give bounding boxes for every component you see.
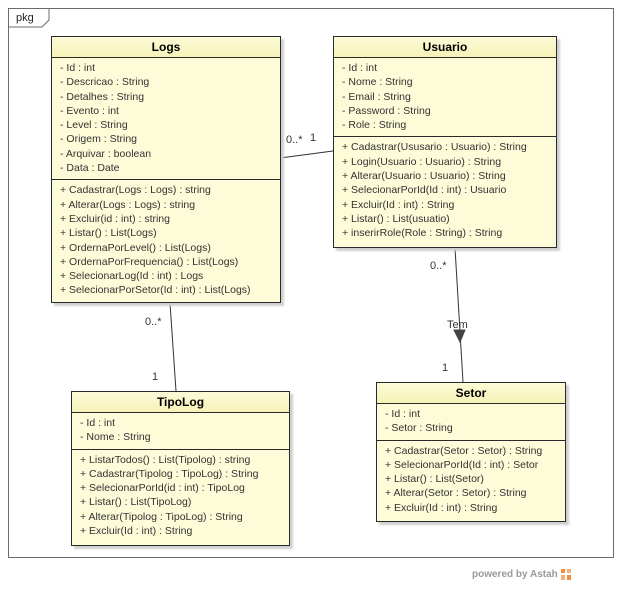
operation: + Alterar(Setor : Setor) : String [385, 487, 527, 500]
operation: + Listar() : List(usuatio) [342, 212, 450, 225]
operation: + Excluir(id : int) : string [60, 212, 170, 225]
multiplicity-usuario-setor-usuario: 0..* [430, 260, 447, 272]
operation: + Cadastrar(Logs : Logs) : string [60, 184, 211, 197]
operation: + Excluir(Id : int) : String [80, 525, 193, 538]
operation: + ListarTodos() : List(Tipolog) : string [80, 453, 251, 466]
operation: + Cadastrar(Setor : Setor) : String [385, 444, 543, 457]
operation: + Listar() : List(TipoLog) [80, 496, 192, 509]
attribute: - Origem : String [60, 133, 138, 146]
class-tipolog-name: TipoLog [72, 392, 289, 413]
class-logs-name: Logs [52, 37, 280, 58]
attribute: - Arquivar : boolean [60, 147, 152, 160]
class-logs[interactable]: Logs - Id : int - Descricao : String - D… [51, 36, 281, 303]
association-logs-usuario [279, 150, 334, 159]
operation: + Alterar(Logs : Logs) : string [60, 198, 196, 211]
operation: + Alterar(Usuario : Usuario) : String [342, 170, 506, 183]
attribute: - Role : String [342, 119, 407, 132]
attribute: - Data : Date [60, 162, 120, 175]
operation: + OrdernaPorFrequencia() : List(Logs) [60, 255, 239, 268]
attribute: - Email : String [342, 90, 411, 103]
package-tab [8, 8, 50, 28]
class-usuario-attributes: - Id : int - Nome : String - Email : Str… [334, 58, 556, 138]
association-usuario-setor [454, 247, 464, 383]
package-frame [8, 8, 614, 558]
operation: + SelecionarPorId(id : int) : TipoLog [80, 482, 245, 495]
operation: + OrdernaPorLevel() : List(Logs) [60, 241, 211, 254]
operation: + inserirRole(Role : String) : String [342, 227, 503, 240]
class-tipolog-operations: + ListarTodos() : List(Tipolog) : string… [72, 450, 289, 542]
attribute: - Id : int [385, 408, 421, 420]
operation: + Listar() : List(Setor) [385, 473, 484, 486]
class-tipolog-attributes: - Id : int - Nome : String [72, 413, 289, 450]
multiplicity-logs-usuario-logs: 0..* [286, 134, 303, 146]
class-logs-operations: + Cadastrar(Logs : Logs) : string + Alte… [52, 180, 280, 300]
multiplicity-logs-tipolog-logs: 0..* [145, 316, 162, 328]
class-usuario-name: Usuario [334, 37, 556, 58]
class-setor-operations: + Cadastrar(Setor : Setor) : String + Se… [377, 441, 565, 518]
operation: + Excluir(Id : int) : String [342, 198, 455, 211]
operation: + Alterar(Tipolog : TipoLog) : String [80, 510, 243, 523]
attribute: - Level : String [60, 119, 128, 132]
package-label: pkg [16, 12, 34, 24]
operation: + SelecionarLog(Id : int) : Logs [60, 270, 204, 283]
operation: + SelecionarPorId(Id : int) : Usuario [342, 184, 507, 197]
class-usuario-operations: + Cadastrar(Ususario : Usuario) : String… [334, 137, 556, 243]
attribute: - Nome : String [80, 431, 151, 444]
class-usuario[interactable]: Usuario - Id : int - Nome : String - Ema… [333, 36, 557, 248]
class-setor[interactable]: Setor - Id : int - Setor : String + Cada… [376, 382, 566, 522]
operation: + Listar() : List(Logs) [60, 227, 157, 240]
operation: + SelecionarPorSetor(Id : int) : List(Lo… [60, 284, 251, 297]
attribute: - Descricao : String [60, 76, 150, 89]
operation: + SelecionarPorId(Id : int) : Setor [385, 458, 539, 471]
class-setor-name: Setor [377, 383, 565, 404]
attribute: - Evento : int [60, 104, 119, 117]
class-setor-attributes: - Id : int - Setor : String [377, 404, 565, 441]
class-logs-attributes: - Id : int - Descricao : String - Detalh… [52, 58, 280, 181]
operation: + Login(Usuario : Usuario) : String [342, 155, 502, 168]
astah-logo-icon [561, 569, 571, 580]
attribute: - Nome : String [342, 76, 413, 89]
attribute: - Id : int [60, 62, 96, 74]
operation: + Excluir(Id : int) : String [385, 501, 498, 514]
multiplicity-logs-usuario-usuario: 1 [310, 132, 317, 144]
association-logs-tipolog [169, 302, 177, 392]
operation: + Cadastrar(Tipolog : TipoLog) : String [80, 467, 259, 480]
attribute: - Password : String [342, 104, 431, 117]
association-direction-arrow [453, 329, 466, 344]
operation: + Cadastrar(Ususario : Usuario) : String [342, 141, 527, 154]
attribute: - Id : int [80, 417, 116, 429]
attribute: - Setor : String [385, 422, 453, 435]
multiplicity-logs-tipolog-tipolog: 1 [152, 371, 159, 383]
multiplicity-usuario-setor-setor: 1 [442, 362, 449, 374]
class-tipolog[interactable]: TipoLog - Id : int - Nome : String + Lis… [71, 391, 290, 546]
attribute: - Detalhes : String [60, 90, 145, 103]
powered-by-label: powered by Astah [472, 569, 558, 580]
association-name-tem: Tem [447, 319, 468, 331]
attribute: - Id : int [342, 62, 378, 74]
